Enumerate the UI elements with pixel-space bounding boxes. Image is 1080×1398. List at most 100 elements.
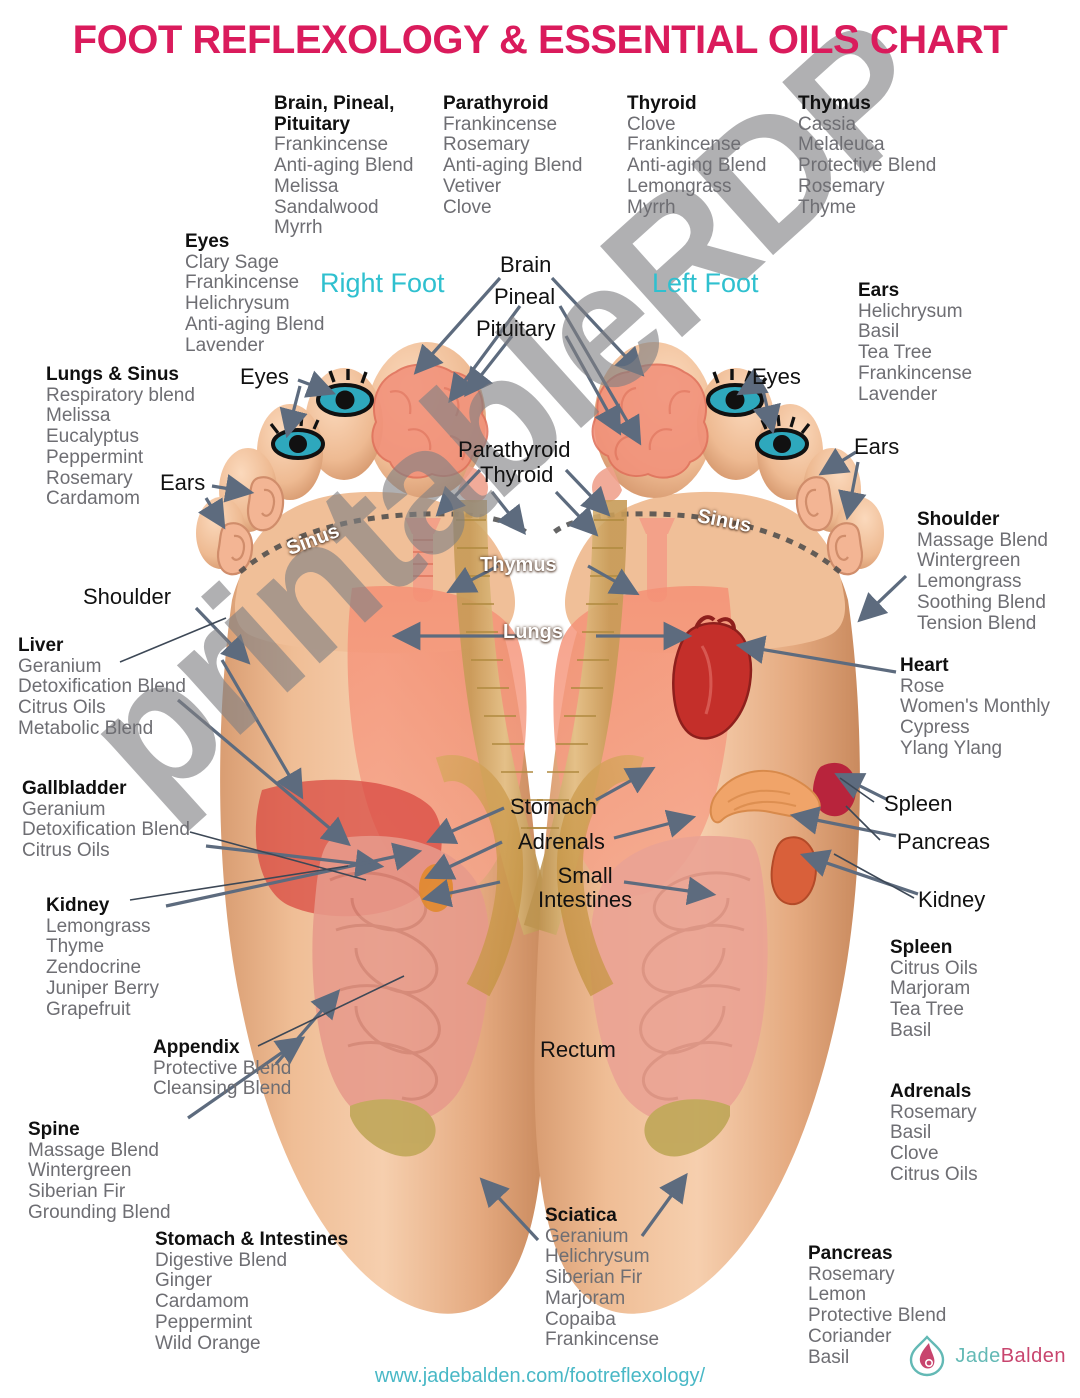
oil-item: Clove: [627, 113, 676, 135]
oil-item: Melissa: [274, 175, 339, 197]
oil-group-thymus: Thymus Cassia Melaleuca Protective Blend…: [798, 93, 937, 218]
oil-group-appendix: Appendix Protective Blend Cleansing Blen…: [153, 1037, 292, 1100]
oil-item: Grounding Blend: [28, 1201, 171, 1223]
oil-item: Lemongrass: [46, 915, 151, 937]
oil-item: Protective Blend: [808, 1305, 947, 1327]
callout-pituitary: Pituitary: [476, 316, 556, 341]
group-heading: Thymus: [798, 93, 871, 114]
oil-item: Detoxification Blend: [18, 676, 186, 698]
oil-item: Copaiba: [545, 1308, 616, 1330]
oil-item: Juniper Berry: [46, 977, 159, 999]
oil-item: Citrus Oils: [18, 697, 106, 719]
oil-item: Cleansing Blend: [153, 1078, 292, 1100]
oil-item: Geranium: [545, 1225, 629, 1247]
oil-item: Rosemary: [443, 134, 530, 156]
oil-group-parathyroid: Parathyroid Frankincense Rosemary Anti-a…: [443, 93, 583, 218]
oil-item: Rosemary: [46, 467, 133, 489]
oil-item: Basil: [808, 1346, 850, 1368]
oil-item: Geranium: [18, 655, 102, 677]
group-heading: Parathyroid: [443, 93, 549, 114]
oil-item: Rose: [900, 675, 945, 697]
oil-item: Myrrh: [274, 217, 323, 239]
group-heading: Kidney: [46, 895, 110, 916]
callout-shoulder: Shoulder: [83, 584, 172, 609]
oil-item: Cassia: [798, 113, 857, 135]
oil-item: Frankincense: [858, 362, 973, 384]
oil-item: Basil: [858, 321, 900, 343]
callout-eyes-right-foot: Eyes: [240, 364, 289, 389]
oil-item: Anti-aging Blend: [443, 155, 583, 177]
oil-item: Lavender: [185, 334, 265, 356]
oil-item: Lemongrass: [917, 571, 1022, 593]
callout-thymus: Thymus: [480, 554, 557, 576]
callout-lungs: Lungs: [503, 621, 563, 643]
oil-item: Lemongrass: [627, 175, 732, 197]
group-heading: Lungs & Sinus: [46, 364, 179, 385]
website-url[interactable]: www.jadebalden.com/footreflexology/: [374, 1365, 706, 1387]
oil-item: Tension Blend: [917, 612, 1037, 634]
oil-item: Siberian Fir: [545, 1267, 643, 1289]
group-heading: Spleen: [890, 937, 953, 958]
brand-name: JadeBalden: [955, 1345, 1066, 1368]
oil-item: Marjoram: [890, 978, 971, 1000]
group-heading: Stomach & Intestines: [155, 1229, 349, 1250]
oil-item: Zendocrine: [46, 957, 142, 979]
brand-logo: JadeBalden: [905, 1334, 1066, 1378]
oil-item: Thyme: [46, 936, 105, 958]
oil-item: Clary Sage: [185, 251, 279, 273]
oil-item: Protective Blend: [798, 155, 937, 177]
oil-item: Detoxification Blend: [22, 819, 190, 841]
oil-item: Myrrh: [627, 196, 676, 218]
oil-item: Thyme: [798, 196, 857, 218]
oil-item: Vetiver: [443, 175, 502, 197]
oil-item: Clove: [890, 1143, 939, 1165]
oil-group-spleen: Spleen Citrus Oils Marjoram Tea Tree Bas…: [890, 937, 978, 1042]
oil-item: Peppermint: [155, 1311, 253, 1333]
callout-spleen: Spleen: [884, 791, 953, 816]
group-heading: Sciatica: [545, 1205, 617, 1226]
oil-item: Rosemary: [798, 175, 885, 197]
left-foot-label: Left Foot: [652, 268, 759, 298]
oil-item: Clove: [443, 196, 492, 218]
oil-item: Metabolic Blend: [18, 717, 154, 739]
oil-group-ears: Ears Helichrysum Basil Tea Tree Frankinc…: [858, 280, 973, 405]
oil-item: Citrus Oils: [890, 1163, 978, 1185]
oil-group-heart: Heart Rose Women's Monthly Cypress Ylang…: [900, 655, 1051, 760]
group-heading: Eyes: [185, 231, 230, 252]
callout-pancreas: Pancreas: [897, 829, 990, 854]
oil-item: Sandalwood: [274, 196, 379, 218]
oil-item: Anti-aging Blend: [185, 313, 325, 335]
callout-ears-left-foot: Ears: [854, 434, 900, 459]
oil-item: Cypress: [900, 717, 970, 739]
oil-item: Rosemary: [808, 1263, 895, 1285]
callout-adrenals: Adrenals: [518, 829, 605, 854]
oil-item: Women's Monthly: [900, 696, 1051, 718]
group-heading: Pancreas: [808, 1243, 893, 1264]
oil-item: Anti-aging Blend: [274, 155, 414, 177]
oil-item: Helichrysum: [185, 293, 290, 315]
group-heading: Shoulder: [917, 509, 1000, 530]
oil-item: Siberian Fir: [28, 1181, 126, 1203]
oil-item: Cardamom: [46, 488, 140, 510]
oil-item: Frankincense: [185, 272, 300, 294]
oil-item: Melissa: [46, 405, 111, 427]
callout-rectum: Rectum: [540, 1037, 616, 1062]
oil-item: Peppermint: [46, 446, 144, 468]
oil-item: Citrus Oils: [890, 957, 978, 979]
oil-item: Frankincense: [627, 134, 742, 156]
oil-group-pancreas: Pancreas Rosemary Lemon Protective Blend…: [808, 1243, 947, 1368]
callout-eyes-left-foot: Eyes: [752, 364, 801, 389]
group-heading: Liver: [18, 635, 64, 656]
group-heading: Thyroid: [627, 93, 697, 114]
oil-item: Frankincense: [443, 113, 558, 135]
oil-item: Citrus Oils: [22, 840, 110, 862]
callout-kidney: Kidney: [918, 887, 986, 912]
oil-item: Tea Tree: [890, 999, 964, 1021]
oil-item: Massage Blend: [28, 1139, 159, 1161]
oil-item: Digestive Blend: [155, 1249, 288, 1271]
oil-item: Tea Tree: [858, 342, 932, 364]
oil-group-stomach-intestines: Stomach & Intestines Digestive Blend Gin…: [155, 1229, 349, 1354]
oil-item: Frankincense: [274, 134, 389, 156]
oil-item: Wintergreen: [917, 550, 1021, 572]
